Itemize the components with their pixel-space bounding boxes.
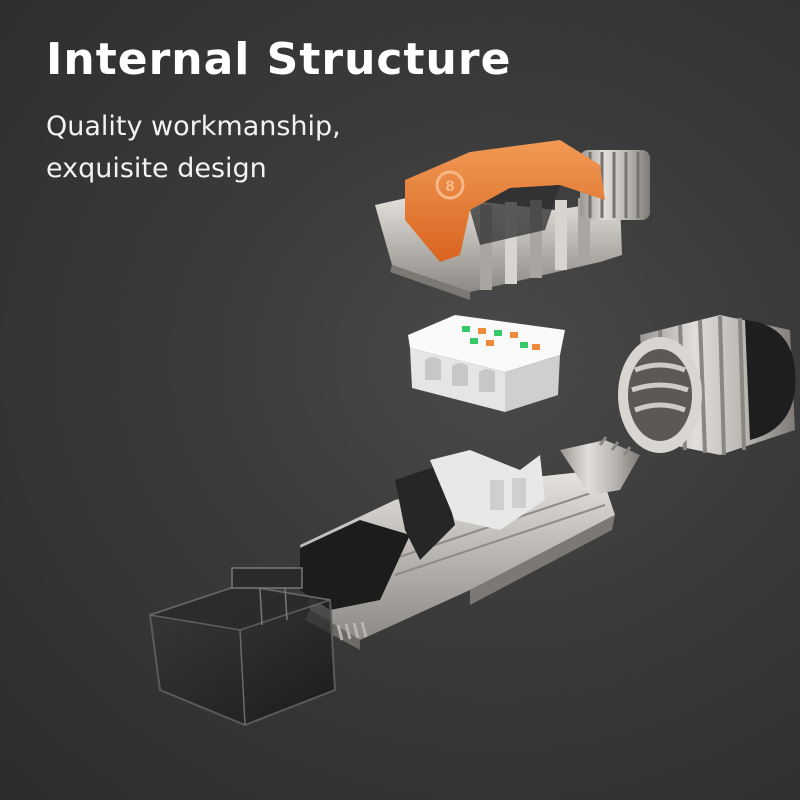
load-bar <box>408 315 565 412</box>
contact-pins <box>336 621 368 641</box>
circle-logo-icon <box>435 170 465 200</box>
tagline-line-2: exquisite design <box>46 153 267 184</box>
tagline-line-1: Quality workmanship, <box>46 111 341 142</box>
clear-dust-cap <box>148 567 337 727</box>
tagline: Quality workmanship, exquisite design <box>46 106 341 190</box>
page-title: Internal Structure <box>46 34 512 85</box>
top-shield-cover: 8 <box>375 140 650 300</box>
connector-body <box>300 436 640 650</box>
compression-nut <box>618 315 796 456</box>
svg-text:8: 8 <box>445 179 455 195</box>
